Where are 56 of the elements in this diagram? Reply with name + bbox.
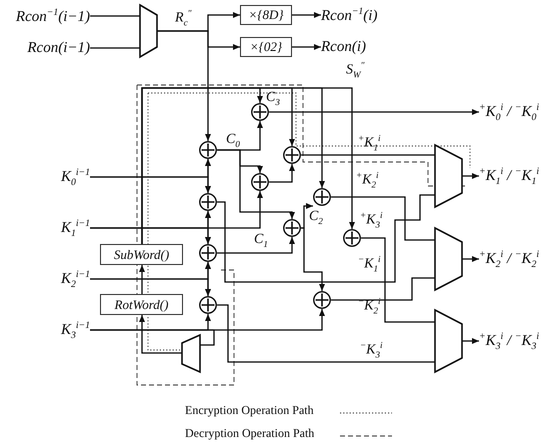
xor-symbol [199, 141, 217, 159]
connector [331, 196, 435, 241]
connector [217, 237, 295, 254]
multiplexer-symbol [140, 5, 157, 57]
connector [301, 203, 313, 229]
xor-symbol [343, 229, 361, 247]
xor-symbol [251, 173, 269, 191]
connector [217, 149, 295, 219]
signal-label: Rcon$^{−1}$(i−1) [2, 5, 90, 27]
xor-symbol [199, 296, 217, 314]
multiplexer-symbol [435, 145, 462, 207]
xor-symbol [283, 219, 301, 237]
connector [90, 278, 211, 296]
connector [90, 176, 211, 193]
xor-symbol [199, 244, 217, 262]
signal-label: Rcon(i) [321, 36, 401, 58]
connector [217, 304, 435, 363]
connector [139, 265, 145, 294]
signal-label: Rcon(i−1) [2, 37, 90, 59]
function-box: ×{02} [240, 37, 292, 57]
connector [301, 154, 435, 156]
connector [462, 173, 479, 179]
function-box: SubWord() [100, 244, 183, 265]
xor-symbol [313, 188, 331, 206]
connector [269, 109, 479, 115]
connector [217, 194, 435, 283]
connector [462, 338, 479, 344]
connector [90, 47, 140, 49]
multiplexer-symbol [435, 228, 462, 290]
connector [90, 15, 140, 17]
signal-label: C$_{3}$ [266, 90, 280, 107]
signal-label: C$_{1}$ [254, 232, 268, 249]
signal-label: C$_{2}$ [309, 209, 323, 226]
connector [139, 315, 182, 354]
legend-text: Decryption Operation Path [185, 426, 314, 441]
signal-label: C$_{0}$ [226, 132, 240, 149]
xor-symbol [251, 103, 269, 121]
xor-symbol [313, 291, 331, 309]
multiplexer-symbol [182, 335, 200, 372]
connector [269, 164, 295, 183]
legend-text: Encryption Operation Path [185, 403, 314, 418]
connector [462, 256, 479, 262]
function-box: RotWord() [100, 294, 183, 315]
connector [292, 44, 321, 50]
xor-symbol [283, 146, 301, 164]
xor-symbol [199, 193, 217, 211]
connector [331, 277, 435, 301]
multiplexer-symbol [435, 310, 462, 372]
connector [90, 329, 215, 346]
connector [301, 227, 325, 291]
signal-label: Rcon$^{−1}$(i) [321, 4, 401, 26]
function-box: ×{8D} [240, 5, 292, 25]
connector [361, 237, 435, 323]
connector [292, 12, 321, 18]
connector [157, 30, 211, 141]
connector [90, 191, 263, 229]
